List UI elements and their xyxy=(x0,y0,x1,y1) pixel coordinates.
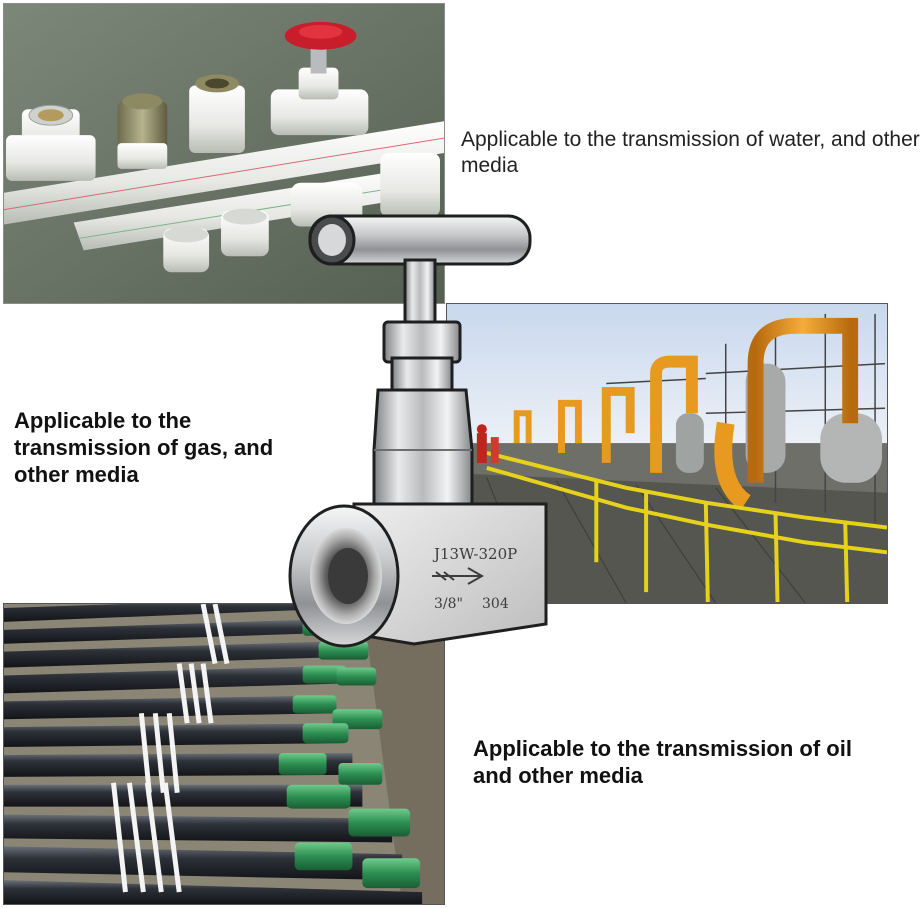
arrow-icon xyxy=(432,567,485,585)
oil-pipes-photo xyxy=(3,603,445,905)
valve-model-marking: J13W-320P xyxy=(432,545,517,563)
caption-oil: Applicable to the transmission of oil an… xyxy=(473,736,852,788)
caption-water: Applicable to the transmission of water,… xyxy=(461,128,920,177)
valve-size-marking: 3/8" xyxy=(434,596,463,612)
needle-valve-illustration: J13W-320P 3/8" 304 xyxy=(284,204,554,660)
valve-material-marking: 304 xyxy=(482,596,509,612)
caption-gas: Applicable to the transmission of gas, a… xyxy=(14,408,274,487)
